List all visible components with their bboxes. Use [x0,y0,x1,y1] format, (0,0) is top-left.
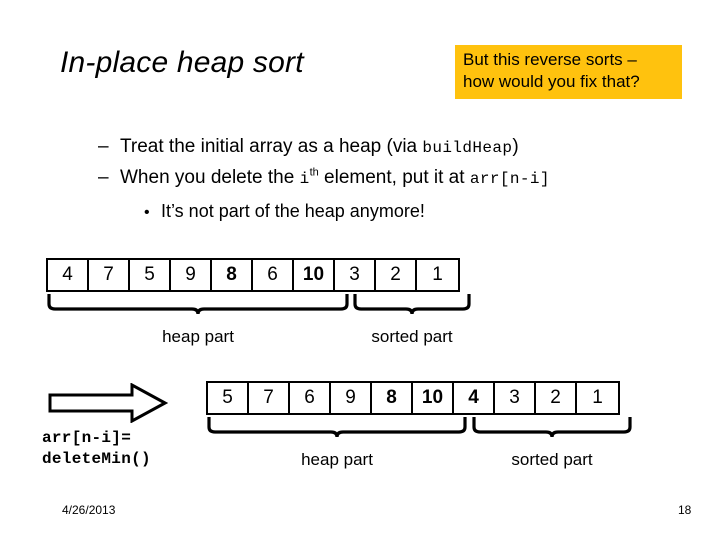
arrow-caption-line-1: arr[n-i]= [42,429,132,447]
array1-cell-4: 8 [212,260,253,290]
array2-heap-part-label: heap part [301,450,373,469]
bullet-item-2: – When you delete the ith element, put i… [98,163,658,194]
arrow-caption: arr[n-i]= deleteMin() [42,428,151,470]
array2-cell-3: 9 [331,383,372,413]
bullet-item-3-text: It’s not part of the heap anymore! [161,201,425,221]
array2-cell-2: 6 [290,383,331,413]
array2-cell-0: 5 [208,383,249,413]
footer-date: 4/26/2013 [62,503,116,517]
dot-bullet-icon: • [144,204,150,221]
array2-sorted-part-label: sorted part [511,450,593,469]
bullet-1-code-buildheap: buildHeap [422,139,513,157]
array2-cell-1: 7 [249,383,290,413]
callout-line-1: But this reverse sorts – [463,50,637,69]
array2-cell-7: 3 [495,383,536,413]
array2-cell-6: 4 [454,383,495,413]
callout-line-2: how would you fix that? [463,72,640,91]
bullet-2-ordinal-suffix: th [309,166,319,179]
array1-cell-7: 3 [335,260,376,290]
page-title: In-place heap sort [60,46,304,79]
array1-cell-3: 9 [171,260,212,290]
bullet-item-1: – Treat the initial array as a heap (via… [98,132,658,163]
array2-cell-8: 2 [536,383,577,413]
array1-cell-5: 6 [253,260,294,290]
bullet-item-2-text: When you delete the ith element, put it … [120,163,550,194]
array1-sorted-part-label: sorted part [371,327,453,346]
callout-box: But this reverse sorts – how would you f… [455,45,682,99]
array2-cell-5: 10 [413,383,454,413]
array2-heap-brace [206,415,468,446]
footer-page-number: 18 [678,503,692,517]
bullet-2-code-arr: arr[n-i] [469,170,550,188]
array1-cell-1: 7 [89,260,130,290]
array1-heap-part-label: heap part [162,327,234,346]
array1-heap-brace [46,292,350,323]
bullet-list: – Treat the initial array as a heap (via… [98,132,658,228]
array1-cell-6: 10 [294,260,335,290]
array1-cell-9: 1 [417,260,458,290]
bullet-item-1-text: Treat the initial array as a heap (via b… [120,132,519,163]
array1-cell-2: 5 [130,260,171,290]
array2-cell-4: 8 [372,383,413,413]
array1-cell-8: 2 [376,260,417,290]
dash-bullet-icon: – [98,136,109,157]
array2-cell-9: 1 [577,383,618,413]
bullet-1-seg-0: Treat the initial array as a heap (via [120,136,423,157]
bullet-2-seg-3: element, put it at [318,167,470,188]
dash-bullet-icon: – [98,167,109,188]
array1-cell-0: 4 [48,260,89,290]
bullet-2-code-i: i [299,170,310,188]
arrow-caption-line-2: deleteMin() [42,450,151,468]
bullet-item-3: • It’s not part of the heap anymore! [144,196,658,228]
bullet-1-seg-2: ) [512,136,519,157]
array2-sorted-brace [471,415,634,446]
bullet-2-seg-0: When you delete the [120,167,300,188]
array1-sorted-brace [352,292,472,323]
assignment-arrow-icon [48,382,169,428]
array-diagram-1: 4 7 5 9 8 6 10 3 2 1 [46,258,460,292]
array-diagram-2: 5 7 6 9 8 10 4 3 2 1 [206,381,620,415]
